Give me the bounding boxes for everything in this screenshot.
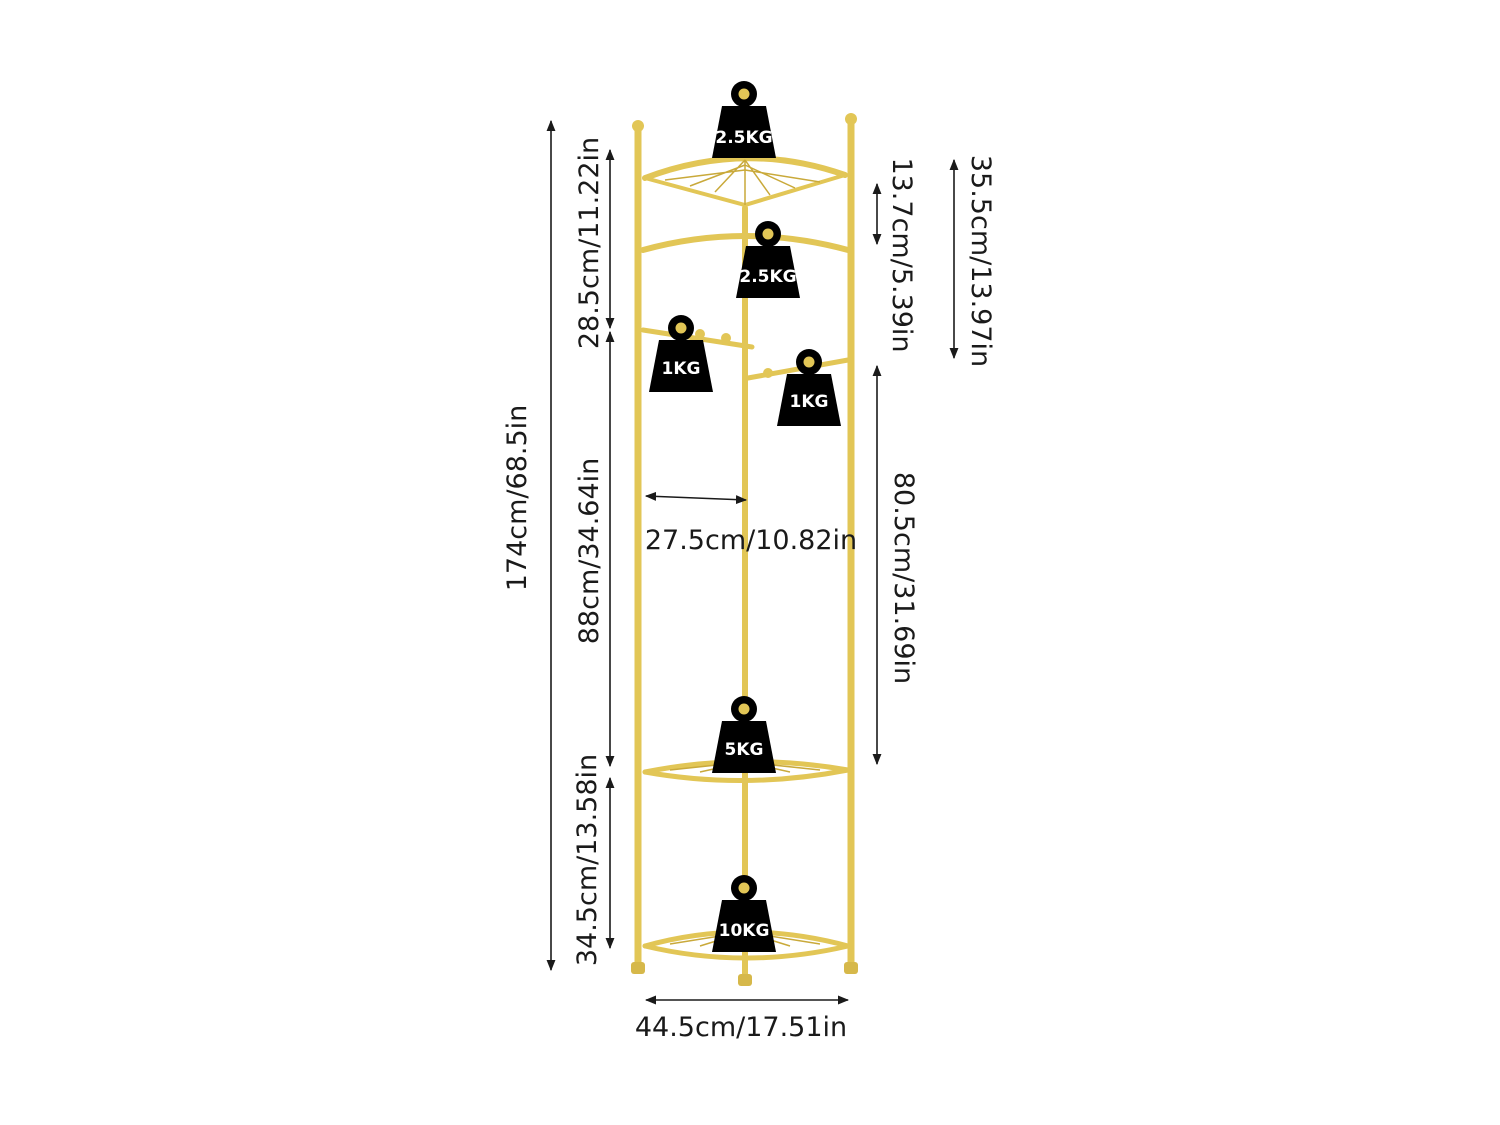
base-width-label: 44.5cm/17.51in [635, 1012, 847, 1043]
total-height-label: 174cm/68.5in [502, 405, 533, 592]
shelf-depth-label: 27.5cm/10.82in [645, 525, 857, 556]
weight-label: 5KG [725, 740, 764, 760]
left-hook-bar [640, 327, 755, 350]
weight-bottom-shelf: 10KG [712, 875, 776, 952]
weight-label: 2.5KG [715, 128, 772, 148]
weight-right-hook: 1KG [777, 349, 841, 426]
bottom-section-label: 34.5cm/13.58in [572, 754, 603, 966]
shelf-frame [631, 113, 858, 986]
upper-span-label: 35.5cm/13.97in [965, 155, 996, 367]
hook-to-shelf-label: 80.5cm/31.69in [888, 472, 919, 684]
dimension-labels: 174cm/68.5in 28.5cm/11.22in 88cm/34.64in… [502, 137, 996, 1043]
center-foot [738, 974, 752, 986]
left-post-cap [632, 120, 644, 132]
right-foot [844, 962, 858, 974]
dimension-arrows [546, 119, 959, 1005]
shelf-depth-arrow [644, 491, 748, 505]
weight-left-hook: 1KG [649, 315, 713, 392]
weight-label: 2.5KG [739, 267, 796, 287]
upper-rail [640, 233, 851, 253]
weight-label: 1KG [662, 359, 701, 379]
weight-upper-hook: 2.5KG [736, 221, 800, 298]
weight-label: 10KG [719, 921, 770, 941]
hook-spacing-label: 13.7cm/5.39in [886, 157, 917, 352]
weight-top-shelf: 2.5KG [712, 81, 776, 158]
top-shelf [642, 155, 848, 208]
top-section-label: 28.5cm/11.22in [574, 137, 605, 349]
kettlebell-weight-icon [712, 696, 776, 773]
left-foot [631, 962, 645, 974]
middle-section-label: 88cm/34.64in [574, 458, 605, 645]
weight-middle-shelf: 5KG [712, 696, 776, 773]
weight-label: 1KG [790, 392, 829, 412]
right-post-cap [845, 113, 857, 125]
kettlebell-weight-icon [649, 315, 713, 392]
